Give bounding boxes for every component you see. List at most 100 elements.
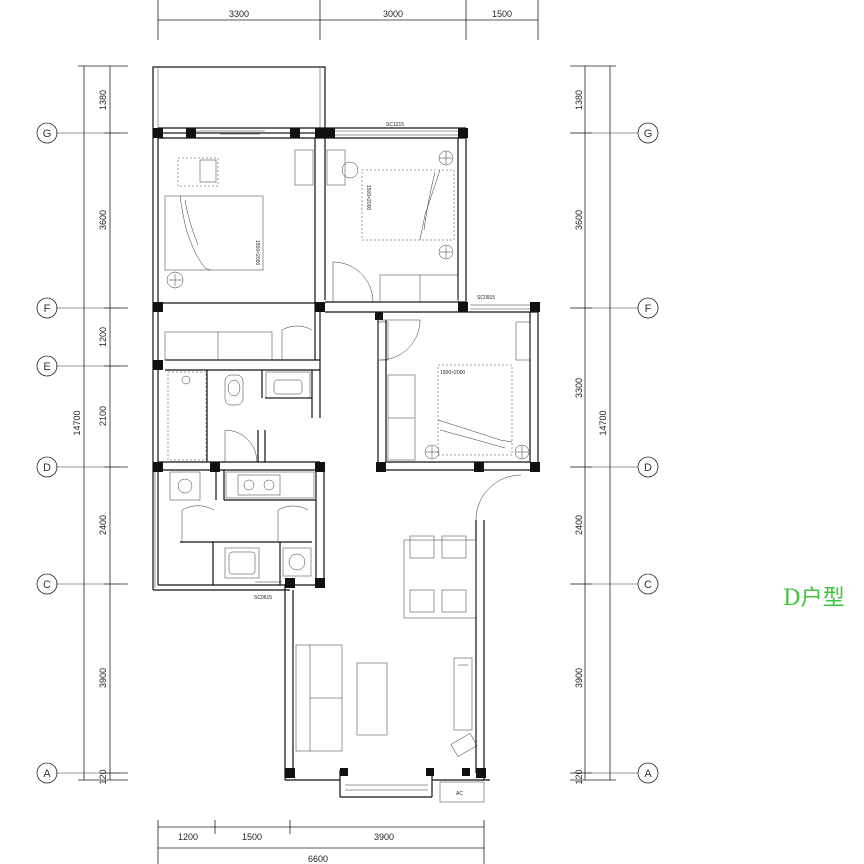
- axis-bubble: [36, 573, 58, 595]
- washing-machine: [169, 471, 201, 501]
- axis-bubble: [36, 355, 58, 377]
- axis-label-a-right: A: [644, 768, 652, 780]
- axis-bubbles-left: G F E D C A: [36, 122, 120, 784]
- left-dim-2: 3600: [98, 210, 108, 230]
- bed-size-1: 1500×2000: [254, 240, 260, 265]
- ac-label: AC: [456, 791, 463, 797]
- left-dim-total: 14700: [72, 410, 82, 435]
- window-label-3: SC0615: [254, 595, 272, 601]
- curtain: [294, 149, 314, 186]
- axis-label-d: D: [43, 462, 51, 474]
- nightstand-lamp: [424, 444, 440, 460]
- top-dim-3: 1500: [492, 9, 512, 19]
- curtain: [326, 149, 346, 186]
- columns: [153, 128, 540, 778]
- dining-table: [403, 539, 477, 619]
- bottom-dim-2: 1500: [242, 832, 262, 842]
- axis-bubble: [36, 456, 58, 478]
- sink: [265, 371, 311, 399]
- window-label-2: SC0915: [477, 295, 495, 301]
- axis-bubble: [637, 122, 659, 144]
- axis-bubble: [637, 573, 659, 595]
- toilet: [224, 374, 244, 406]
- axis-bubble: [36, 762, 58, 784]
- nightstand-lamp: [514, 444, 530, 460]
- axis-label-a: A: [43, 768, 51, 780]
- nightstand-lamp: [438, 150, 454, 166]
- tv-cabinet: [453, 657, 473, 731]
- nightstand-lamp: [438, 244, 454, 260]
- chair: [177, 157, 219, 187]
- bottom-dim-total: 6600: [308, 854, 328, 864]
- bed-size-3: 1500×2000: [440, 370, 465, 376]
- axis-bubble: [637, 297, 659, 319]
- bedroom-1: 1500×2000: [164, 149, 314, 361]
- left-dim-1: 1380: [98, 90, 108, 110]
- axis-label-f: F: [44, 303, 51, 315]
- left-dimension-line: 1380 3600 1200 2100 2400 3900 120 14700: [72, 65, 128, 785]
- wardrobe: [379, 274, 459, 303]
- right-dim-2: 3600: [574, 210, 584, 230]
- nightstand-lamp: [166, 271, 184, 289]
- axis-bubble: [637, 762, 659, 784]
- bed: [361, 169, 455, 241]
- living-room: AC: [295, 474, 522, 803]
- axis-label-f-right: F: [645, 303, 652, 315]
- right-dim-4: 2400: [574, 515, 584, 535]
- top-dimension-line: 3300 3000 1500: [157, 0, 539, 40]
- wardrobe: [164, 331, 273, 361]
- bedroom-2: 1500×2000: [326, 149, 459, 303]
- unit-type-label: D户型: [783, 586, 845, 611]
- bottom-dimension-line: 1200 1500 3900 6600: [157, 820, 485, 864]
- bedroom-3: 1500×2000: [377, 319, 531, 461]
- stove: [237, 474, 281, 496]
- curtain: [515, 321, 531, 361]
- dining-chair: [409, 535, 435, 559]
- kitchen: [169, 471, 315, 579]
- right-dim-total: 14700: [598, 410, 608, 435]
- counter: [225, 471, 315, 499]
- windows: [196, 130, 530, 791]
- axis-label-g: G: [43, 128, 52, 140]
- axis-bubbles-right: G F D C A: [572, 122, 659, 784]
- left-dim-4: 2100: [98, 406, 108, 426]
- axis-bubble: [36, 122, 58, 144]
- shower: [167, 371, 207, 461]
- right-dim-1: 1380: [574, 90, 584, 110]
- axis-label-g-right: G: [644, 128, 653, 140]
- ac-unit: [439, 781, 485, 803]
- top-dim-1: 3300: [229, 9, 249, 19]
- right-dim-5: 3900: [574, 668, 584, 688]
- bed: [164, 195, 264, 271]
- bottom-dim-3: 3900: [374, 832, 394, 842]
- kitchen-sink: [224, 547, 260, 579]
- top-dim-2: 3000: [383, 9, 403, 19]
- wardrobe: [387, 374, 416, 461]
- left-dim-6: 3900: [98, 668, 108, 688]
- dining-chair: [441, 589, 467, 613]
- axis-bubble: [36, 297, 58, 319]
- plant: [450, 733, 478, 757]
- axis-label-c: C: [43, 579, 51, 591]
- window-label-1: SC1215: [386, 122, 404, 128]
- fridge: [282, 547, 312, 577]
- bathroom: [167, 325, 313, 463]
- bottom-dim-1: 1200: [178, 832, 198, 842]
- coffee-table: [356, 662, 388, 736]
- right-dimension-line: 1380 3600 3300 2400 3900 120 14700: [570, 65, 616, 785]
- right-dim-3: 3300: [574, 378, 584, 398]
- right-dim-6: 120: [574, 769, 584, 784]
- left-dim-5: 2400: [98, 515, 108, 535]
- axis-label-c-right: C: [644, 579, 652, 591]
- axis-bubble: [637, 456, 659, 478]
- walls: [152, 66, 539, 798]
- axis-label-d-right: D: [644, 462, 652, 474]
- shower-head: [181, 375, 191, 385]
- left-dim-7: 120: [98, 769, 108, 784]
- dining-chair: [441, 535, 467, 559]
- left-dim-3: 1200: [98, 327, 108, 347]
- bed: [437, 364, 513, 456]
- axis-label-e: E: [43, 361, 50, 373]
- dining-chair: [409, 589, 435, 613]
